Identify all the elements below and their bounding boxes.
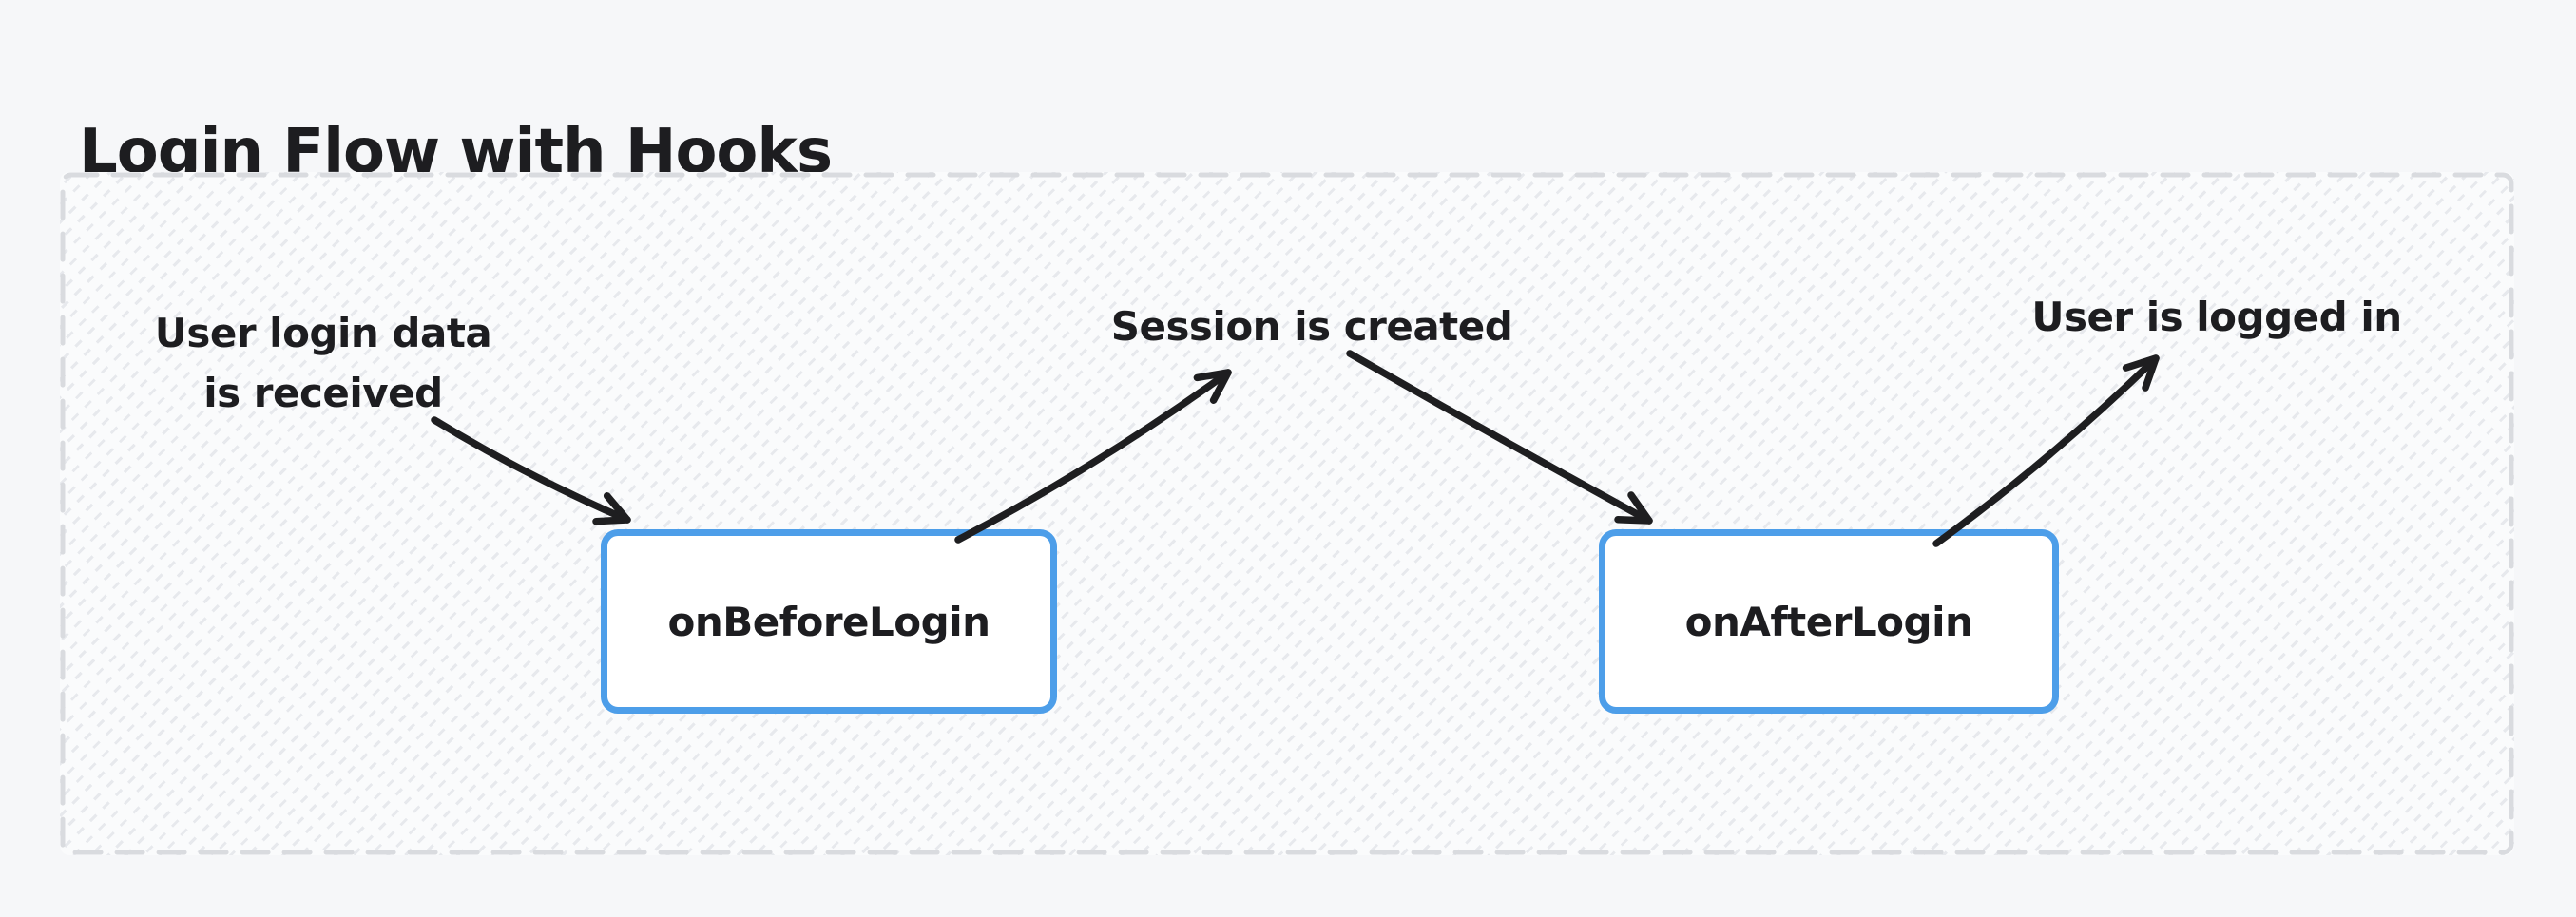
annotation-user-logged-in: User is logged in (2008, 287, 2426, 347)
node-label: onAfterLogin (1684, 598, 1973, 645)
annotation-line: is received (203, 370, 443, 416)
dashed-frame-border (60, 172, 2514, 855)
flow-boundary-frame (60, 172, 2514, 855)
node-onbeforelogin: onBeforeLogin (601, 529, 1057, 714)
annotation-line: User is logged in (2031, 294, 2402, 340)
annotation-session-created: Session is created (1084, 296, 1540, 356)
annotation-line: User login data (154, 310, 492, 356)
node-label: onBeforeLogin (667, 598, 990, 645)
annotation-user-login-data: User login data is received (133, 303, 513, 423)
node-onafterlogin: onAfterLogin (1599, 529, 2059, 714)
annotation-line: Session is created (1110, 303, 1513, 350)
